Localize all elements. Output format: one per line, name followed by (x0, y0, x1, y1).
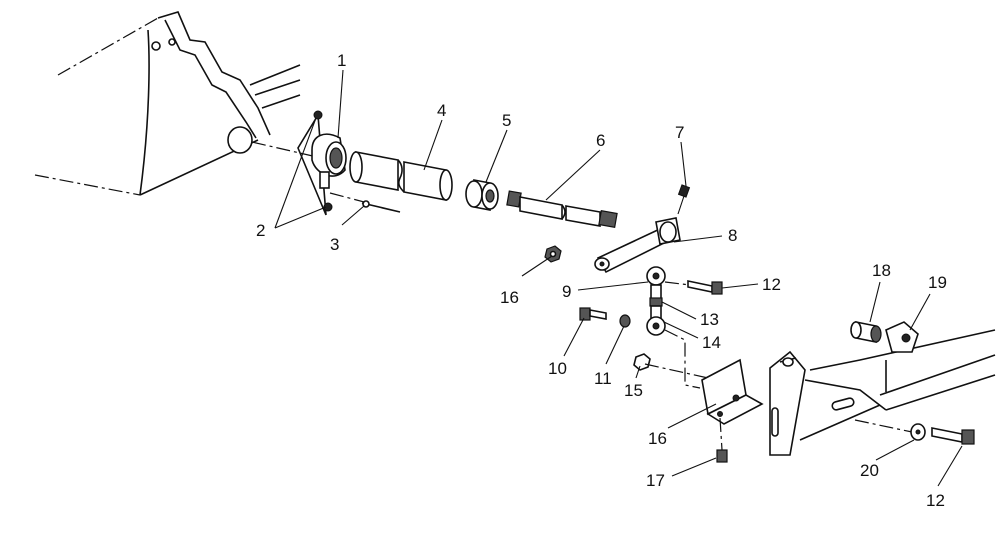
label-part-7: 7 (675, 123, 684, 142)
center-line (664, 329, 701, 389)
bolt-lower-part (579, 307, 607, 321)
roll-pin-part (329, 192, 401, 213)
label-part-13: 13 (700, 310, 719, 329)
label-part-18: 18 (872, 261, 891, 280)
label-part-10: 10 (548, 359, 567, 378)
label-part-16-upper: 16 (500, 288, 519, 307)
label-part-17: 17 (646, 471, 665, 490)
label-part-4: 4 (437, 101, 446, 120)
label-part-6: 6 (596, 131, 605, 150)
shaft-part (506, 190, 618, 228)
leader-lines (274, 69, 963, 487)
screw-part (716, 417, 728, 463)
center-line (644, 363, 709, 379)
small-bushing-part (850, 321, 882, 343)
bolt-upper-part (664, 280, 723, 295)
bushing-part (465, 179, 499, 211)
label-part-20: 20 (860, 461, 879, 480)
right-frame-arm (769, 329, 996, 456)
washer-part (854, 419, 926, 441)
bolt-right-part (931, 427, 975, 445)
bearing-flange-part (297, 110, 347, 216)
label-part-11: 11 (594, 369, 612, 388)
label-part-14: 14 (702, 333, 721, 352)
label-part-8: 8 (728, 226, 737, 245)
label-part-5: 5 (502, 111, 511, 130)
label-part-15: 15 (624, 381, 643, 400)
label-part-12-lower: 12 (926, 491, 945, 510)
hex-nut-lower-part (633, 353, 651, 371)
label-part-19: 19 (928, 273, 947, 292)
lever-arm-part (594, 217, 681, 274)
label-part-3: 3 (330, 235, 339, 254)
label-part-2: 2 (256, 221, 265, 240)
mounting-bracket-part (701, 358, 764, 425)
lock-washer-part (619, 314, 631, 328)
tube-part (349, 151, 453, 201)
set-screw-part (677, 184, 691, 215)
label-part-16-lower: 16 (648, 429, 667, 448)
label-part-1: 1 (337, 51, 346, 70)
label-part-12-upper: 12 (762, 275, 781, 294)
pivot-block-part (885, 321, 919, 353)
rod-end-link-part (646, 266, 666, 336)
label-part-9: 9 (562, 282, 571, 301)
frame-housing (34, 11, 331, 196)
